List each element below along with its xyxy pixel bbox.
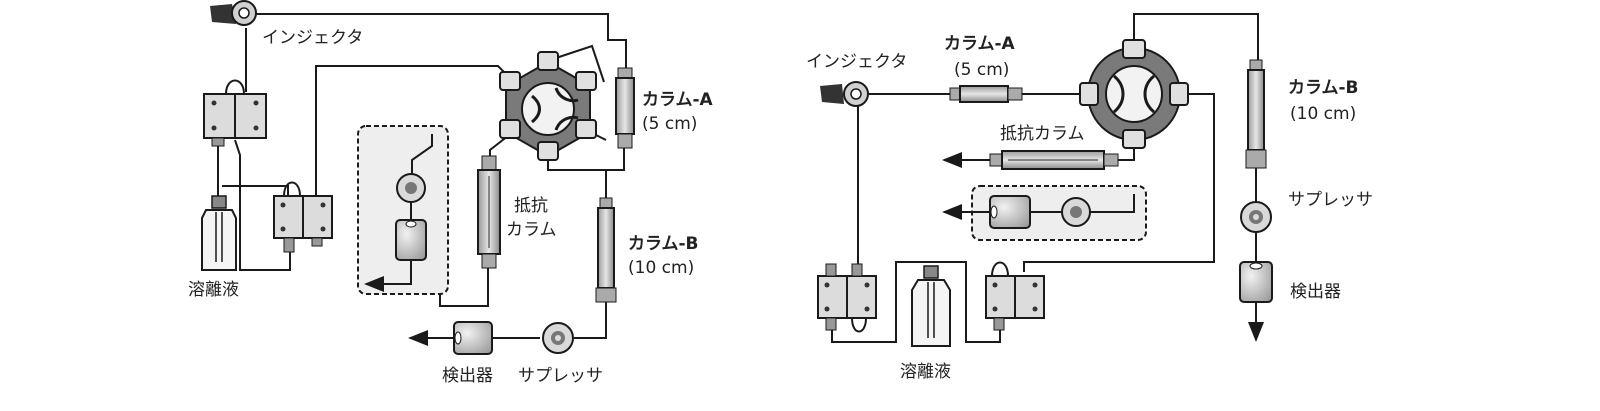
right-label-detector: 検出器	[1290, 282, 1341, 302]
left-label-column-a-name: カラム-A	[642, 90, 713, 110]
left-detector	[453, 321, 493, 355]
left-tube-pump2-out	[234, 139, 291, 271]
right-injector	[820, 81, 869, 107]
left-column-b	[595, 197, 617, 303]
right-resist-column	[989, 150, 1119, 170]
right-eluent-bottle	[911, 265, 951, 347]
left-label-column-b-size: (10 cm)	[628, 258, 695, 278]
right-pump-1	[817, 263, 877, 333]
left-suppressor	[542, 322, 574, 354]
right-pump-2	[985, 261, 1045, 331]
left-tube-resist-bottom	[439, 268, 489, 307]
left-label-suppressor: サプレッサ	[518, 366, 603, 386]
left-label-resist-1: 抵抗	[514, 196, 548, 216]
right-label-injector: インジェクタ	[806, 52, 908, 72]
right-label-suppressor: サプレッサ	[1288, 190, 1373, 210]
left-tube-injector-to-column-a	[248, 13, 627, 70]
left-label-detector: 検出器	[442, 366, 493, 386]
left-six-port-valve	[499, 51, 597, 161]
left-tube-column-a-down	[547, 148, 625, 171]
left-label-eluent: 溶離液	[188, 280, 239, 300]
right-suppressor	[1240, 201, 1272, 233]
right-alt-config-panel	[942, 185, 1147, 241]
right-tube-pump-bottom	[831, 261, 1001, 343]
right-tube-valve-top	[1133, 13, 1259, 62]
left-tube-valve-top-right	[555, 44, 605, 83]
right-tube-valve-right	[1023, 93, 1215, 272]
left-eluent-bottle	[201, 195, 237, 271]
left-column-a	[615, 67, 635, 149]
right-detector	[1239, 261, 1273, 303]
right-diagram	[831, 13, 1264, 343]
left-pump-1	[203, 79, 267, 147]
right-column-a	[949, 85, 1023, 103]
right-label-column-b-size: (10 cm)	[1290, 104, 1357, 124]
right-label-column-a-size: (5 cm)	[954, 60, 1010, 80]
left-tube-column-b-to-suppressor	[574, 300, 607, 339]
left-alt-config-panel	[357, 125, 449, 295]
left-label-injector: インジェクタ	[262, 28, 364, 48]
right-four-port-valve	[1079, 39, 1189, 149]
left-tube-eluent-to-pump2	[222, 185, 289, 196]
right-label-column-a-name: カラム-A	[944, 34, 1015, 54]
left-injector	[210, 0, 257, 26]
left-pump-2	[273, 181, 333, 253]
left-diagram	[217, 13, 627, 346]
right-label-eluent: 溶離液	[900, 362, 951, 382]
left-label-column-b-name: カラム-B	[628, 234, 699, 254]
left-label-column-a-size: (5 cm)	[642, 114, 698, 134]
left-resist-column	[477, 155, 501, 269]
right-label-resist-column: 抵抗カラム	[1000, 124, 1085, 144]
left-label-resist-2: カラム	[506, 220, 557, 240]
right-column-b	[1245, 59, 1267, 169]
right-label-column-b-name: カラム-B	[1288, 78, 1359, 98]
